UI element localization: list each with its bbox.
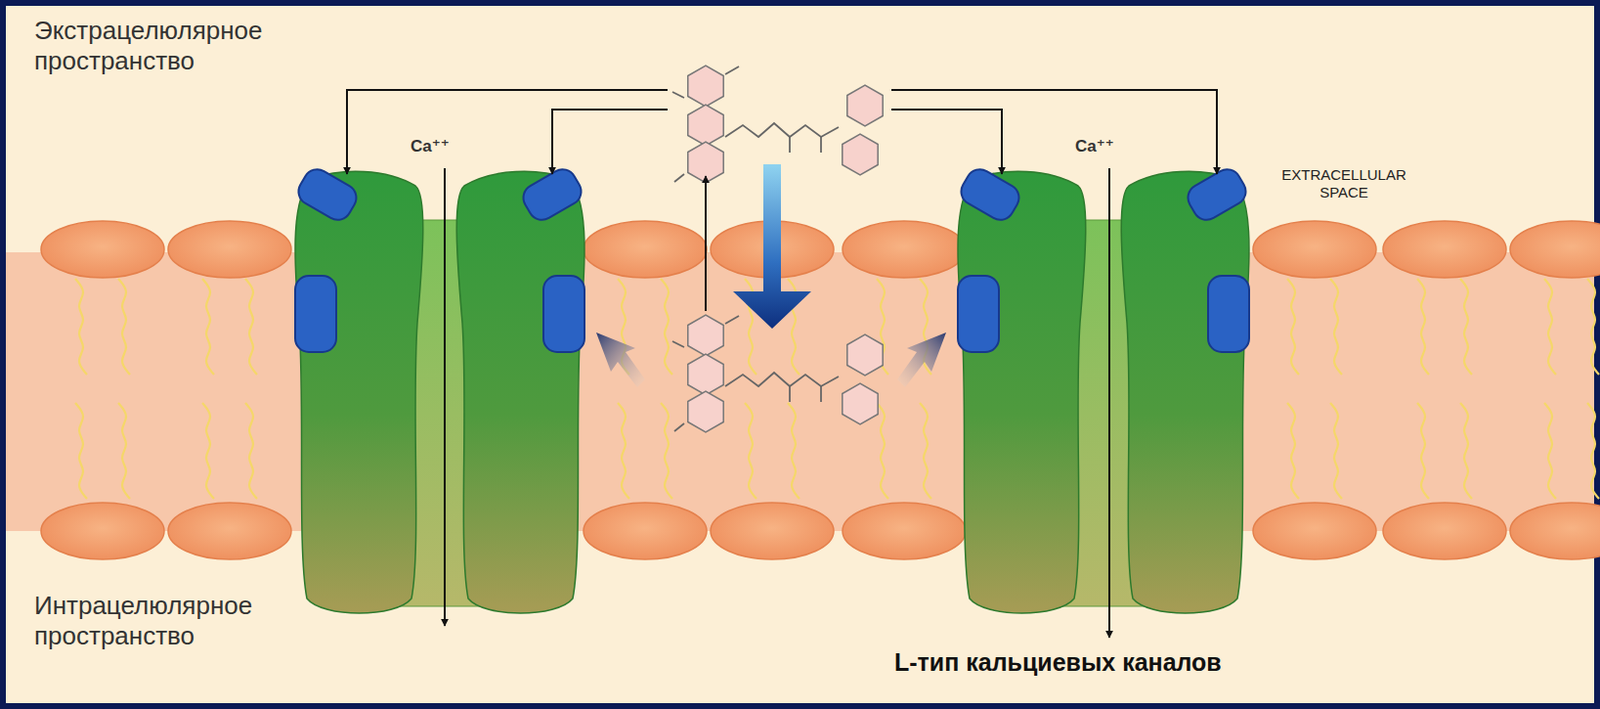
lipid-tail [75,278,87,375]
channel-subunit [295,171,424,613]
label-text: Ca⁺⁺ [1075,136,1115,156]
binding-arrow [891,109,1002,174]
ion-label: Ca⁺⁺ [1075,136,1115,157]
calcium-flow-arrow [1108,168,1111,638]
lipid-tail [617,402,630,499]
lipid-tail [919,402,932,499]
channel-subunit [1121,171,1250,613]
lipid-head [1253,220,1377,278]
binding-site [1208,275,1250,352]
lipid-tail [1544,402,1557,499]
channel-subunit [957,171,1086,613]
lipid-heads [41,220,1600,560]
binding-arrow [552,109,668,174]
lipid-tail [876,402,889,499]
lipid-tail [1417,402,1429,499]
lipid-head [1510,502,1600,560]
background [5,5,1595,703]
lipid-head [41,502,165,560]
binding-site [293,164,361,225]
diffusion-arrow [596,332,646,388]
lipid-tail [1587,402,1600,499]
lipid-tail [1460,402,1472,499]
lipid-head [583,502,707,560]
lipid-head [1510,220,1600,278]
lipid-tail [202,278,215,375]
lipid-tail [660,278,673,375]
lipid-tail [118,402,130,499]
lipid-head [168,502,292,560]
lipid-head [168,220,292,278]
lipid-tail [1417,278,1429,375]
lipid-head [842,220,966,278]
diffusion-arrow [897,332,947,388]
lipid-tail [744,402,757,499]
calcium-channels [293,164,1251,613]
lipid-head [41,220,165,278]
drug-molecules [672,65,883,433]
exit-arrow [704,175,707,311]
binding-arrow [891,89,1217,174]
label-text: EXTRACELLULAR SPACE [1281,166,1407,201]
label-text: Интрацелюлярное пространство [34,590,253,650]
lipid-tail [118,278,130,375]
lipid-head [710,502,834,560]
binding-arrow [346,89,668,174]
drug-molecule [672,314,883,433]
channel-subunit [456,171,585,613]
lipid-tail [245,278,258,375]
lipid-tail [787,402,800,499]
binding-site [295,275,337,352]
lipid-tail [245,402,258,499]
calcium-flow-arrow [443,168,446,626]
binding-site [957,275,999,352]
lipid-tail [660,402,673,499]
lipid-tail [1587,278,1600,375]
region-label: Экстрацелюлярное пространство [34,15,308,77]
entry-arrow [733,164,812,329]
lipid-head [1383,502,1507,560]
arrows [346,89,1217,638]
lipid-head [583,220,707,278]
label-text: Экстрацелюлярное пространство [34,15,262,76]
lipid-tail [1544,278,1557,375]
region-label: Интрацелюлярное пространство [34,590,328,651]
lipid-tail [1330,402,1342,499]
lipid-head [842,502,966,560]
label-text: L-тип кальциевых каналов [894,648,1222,676]
ion-label: Ca⁺⁺ [410,136,450,157]
lipid-tail [1330,278,1342,375]
lipid-tail [202,402,215,499]
lipid-head [1383,220,1507,278]
lipid-head [1253,502,1377,560]
region-label: EXTRACELLULAR SPACE [1260,166,1428,202]
label-text: Ca⁺⁺ [410,136,450,156]
lipid-tail [1287,278,1299,375]
channel-label: L-тип кальциевых каналов [894,647,1222,677]
binding-site [955,164,1024,225]
binding-site [543,275,585,352]
lipid-tail [75,402,87,499]
lipid-tail [1287,402,1299,499]
lipid-tail [1460,278,1472,375]
